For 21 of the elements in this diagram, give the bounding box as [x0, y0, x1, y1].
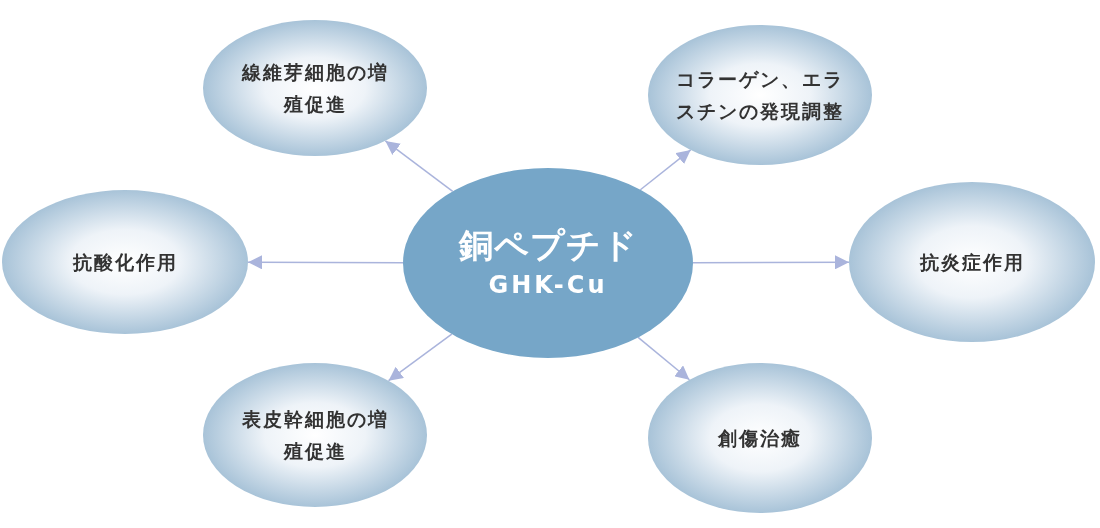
effect-label: 創傷治癒 [718, 426, 802, 451]
effect-ellipse [203, 363, 427, 507]
effect-ellipse [2, 190, 248, 334]
arrow [247, 255, 404, 270]
effect-ellipse [648, 25, 872, 165]
center-title: 銅ペプチド [458, 224, 638, 267]
effect-ellipse [203, 20, 427, 156]
effect-ellipse [648, 363, 872, 513]
arrow [387, 333, 453, 382]
effect-label: 抗酸化作用 [72, 250, 178, 275]
arrow [384, 140, 454, 193]
center-subtitle: GHK-Cu [488, 270, 608, 301]
arrow [639, 149, 692, 191]
arrow [692, 255, 850, 270]
arrow [637, 336, 691, 381]
effect-ellipse [849, 182, 1095, 342]
center-ellipse [403, 168, 693, 358]
effect-label: 線維芽細胞の増殖促進 [240, 60, 390, 117]
effect-label: 表皮幹細胞の増殖促進 [240, 407, 390, 464]
effect-label: コラーゲン、エラスチンの発現調整 [675, 67, 845, 124]
effect-label: 抗炎症作用 [919, 250, 1025, 275]
